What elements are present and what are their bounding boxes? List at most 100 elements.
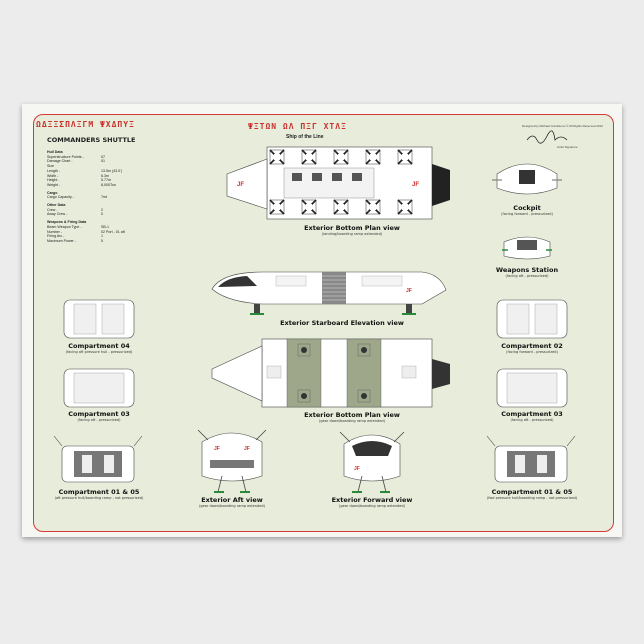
spec-row: Cargo Capacity -7mt bbox=[47, 195, 157, 200]
spec-row: Height - 5.77m bbox=[47, 178, 157, 183]
spec-row: Weight - 8,000Ton bbox=[47, 183, 157, 188]
svg-text:JF: JF bbox=[214, 446, 220, 452]
compartment-01-05-right-label: Compartment 01 & 05 bbox=[491, 488, 573, 496]
spec-key: Crew - bbox=[47, 207, 58, 212]
bottom-plan-view-top: JF JF bbox=[226, 146, 450, 220]
spec-key: Width - bbox=[47, 173, 59, 178]
compartment-03-right-drawing bbox=[496, 368, 568, 408]
compartment-03-label: Compartment 03 bbox=[68, 410, 130, 418]
starboard-view-label: Exterior Starboard Elevation view bbox=[280, 319, 404, 327]
compartment-02-sub: (facing forward - pressurized) bbox=[506, 350, 558, 354]
compartment-04-sub: (facing aft pressure hull - pressurized) bbox=[65, 350, 133, 354]
spec-value: 5 bbox=[101, 238, 103, 243]
forward-view: JF bbox=[339, 431, 405, 493]
svg-text:JF: JF bbox=[412, 182, 419, 188]
spec-key: Beam Weapon Type - bbox=[47, 224, 82, 229]
signature-scribble bbox=[526, 130, 568, 144]
compartment-02-drawing bbox=[496, 299, 568, 339]
compartment-01-05-right-sub: (fwd pressure hull/boarding ramp - not p… bbox=[486, 496, 578, 500]
weapons-station-label: Weapons Station bbox=[495, 266, 559, 274]
aft-view-sub: (gear down/boarding ramp extended) bbox=[199, 504, 265, 508]
compartment-03-right-label: Compartment 03 bbox=[501, 410, 563, 418]
spec-row: Firing Arc - 1 bbox=[47, 234, 157, 239]
spec-key: Weight - bbox=[47, 182, 61, 187]
spec-row: Size bbox=[47, 164, 157, 169]
spec-key: Length - bbox=[47, 168, 61, 173]
compartment-02-label: Compartment 02 bbox=[501, 342, 563, 350]
bottom-plan-view-2-sub: (gear down/boarding ramp extended) bbox=[319, 419, 385, 423]
bottom-plan-view-label: Exterior Bottom Plan view bbox=[304, 224, 400, 232]
alien-title-center: ΨΞΤΩΝ ΩΛ ΠΞΓ ΧΤΛΞ bbox=[248, 122, 347, 131]
compartment-04-drawing bbox=[63, 299, 135, 339]
compartment-01-05-left-label: Compartment 01 & 05 bbox=[58, 488, 140, 496]
spec-value: 2 bbox=[101, 207, 103, 212]
starboard-elevation-view: JF bbox=[211, 271, 447, 315]
spec-key: Number - bbox=[47, 229, 62, 234]
spec-key: Height - bbox=[47, 178, 60, 183]
spec-row: Crew - 2 bbox=[47, 208, 157, 213]
spec-key: Superstructure Points - bbox=[47, 154, 84, 159]
spec-value: 02 Port - 01 aft bbox=[101, 229, 125, 234]
spec-row: Beam Weapon Type - SB-1 bbox=[47, 225, 157, 230]
spec-row: Away Crew - 0 bbox=[47, 212, 157, 217]
compartment-04-label: Compartment 04 bbox=[68, 342, 130, 350]
spec-value: 01 bbox=[101, 159, 105, 164]
spec-key: Firing Arc - bbox=[47, 234, 65, 239]
spec-value: 8,000Ton bbox=[101, 182, 116, 187]
compartment-01-05-left-drawing bbox=[53, 435, 143, 483]
signature-caption: Artist Signature bbox=[557, 145, 578, 149]
weapons-heading: Weapons & Firing Data bbox=[47, 220, 87, 225]
spec-value: 0 bbox=[101, 212, 103, 217]
cockpit-drawing bbox=[492, 163, 562, 195]
forward-view-label: Exterior Forward view bbox=[331, 496, 413, 504]
blueprint-drawings: JF JF JF bbox=[53, 130, 576, 493]
spec-value: 13.5m (43.0') bbox=[101, 168, 123, 173]
spec-key: Damage Chart - bbox=[47, 159, 73, 164]
spec-value: 1 bbox=[101, 234, 103, 239]
svg-text:JF: JF bbox=[406, 288, 412, 294]
spec-row: Number - 02 Port - 01 aft bbox=[47, 230, 157, 235]
poster-sheet: ΩΔΞΞΣΠΛΞΓΜ ΨΧΔΠΥΞ ΨΞΤΩΝ ΩΛ ΠΞΓ ΧΤΛΞ Ship… bbox=[22, 104, 622, 537]
compartment-01-05-right-drawing bbox=[486, 435, 576, 483]
weapons-station-drawing bbox=[502, 236, 552, 260]
bottom-plan-view-2-label: Exterior Bottom Plan view bbox=[304, 411, 400, 419]
spec-key: Size bbox=[47, 164, 54, 169]
weapons-station-sub: (facing aft - pressurized) bbox=[505, 274, 549, 278]
svg-text:JF: JF bbox=[354, 466, 360, 472]
spec-key: Away Crew - bbox=[47, 212, 68, 217]
compartment-03-sub: (facing aft - pressurized) bbox=[77, 418, 121, 422]
svg-text:JF: JF bbox=[244, 446, 250, 452]
vessel-name: COMMANDERS SHUTTLE bbox=[47, 136, 136, 144]
spec-row: Length - 13.5m (43.0') bbox=[47, 169, 157, 174]
bottom-plan-view-sub: (landing/boarding ramp extended) bbox=[321, 232, 383, 236]
compartment-03-right-sub: (facing aft - pressurized) bbox=[510, 418, 554, 422]
cockpit-label: Cockpit bbox=[513, 204, 541, 212]
spec-row: Width - 6.3m bbox=[47, 174, 157, 179]
forward-view-sub: (gear down/boarding ramp extended) bbox=[339, 504, 405, 508]
spec-row: Damage Chart - 01 bbox=[47, 159, 157, 164]
spec-key: Maximum Power - bbox=[47, 238, 76, 243]
spec-value: SB-1 bbox=[101, 224, 109, 229]
spec-value: 5.77m bbox=[101, 178, 111, 183]
spec-value: 6.3m bbox=[101, 173, 109, 178]
cargo-heading: Cargo bbox=[47, 190, 58, 195]
cockpit-sub: (facing forward - pressurized) bbox=[501, 212, 553, 216]
spec-row: Maximum Power - 5 bbox=[47, 239, 157, 244]
compartment-01-05-left-sub: (aft pressure hull/boarding ramp - not p… bbox=[54, 496, 144, 500]
aft-view: JF JF bbox=[197, 429, 267, 493]
hull-heading: Hull Data bbox=[47, 150, 63, 154]
alien-title-left: ΩΔΞΞΣΠΛΞΓΜ ΨΧΔΠΥΞ bbox=[36, 120, 135, 129]
aft-view-label: Exterior Aft view bbox=[201, 496, 263, 504]
other-heading: Other Data bbox=[47, 203, 66, 208]
spec-value: 07 bbox=[101, 154, 105, 159]
spec-row: Superstructure Points - 07 bbox=[47, 155, 157, 160]
compartment-03-drawing bbox=[63, 368, 135, 408]
cargo-rows: Cargo Capacity -7mt bbox=[47, 195, 157, 200]
spec-value: 7mt bbox=[101, 195, 107, 200]
credit-line: Designed by Michael Grindstone © All Rig… bbox=[522, 124, 603, 128]
bottom-plan-view-middle bbox=[211, 338, 450, 408]
svg-text:JF: JF bbox=[237, 182, 244, 188]
